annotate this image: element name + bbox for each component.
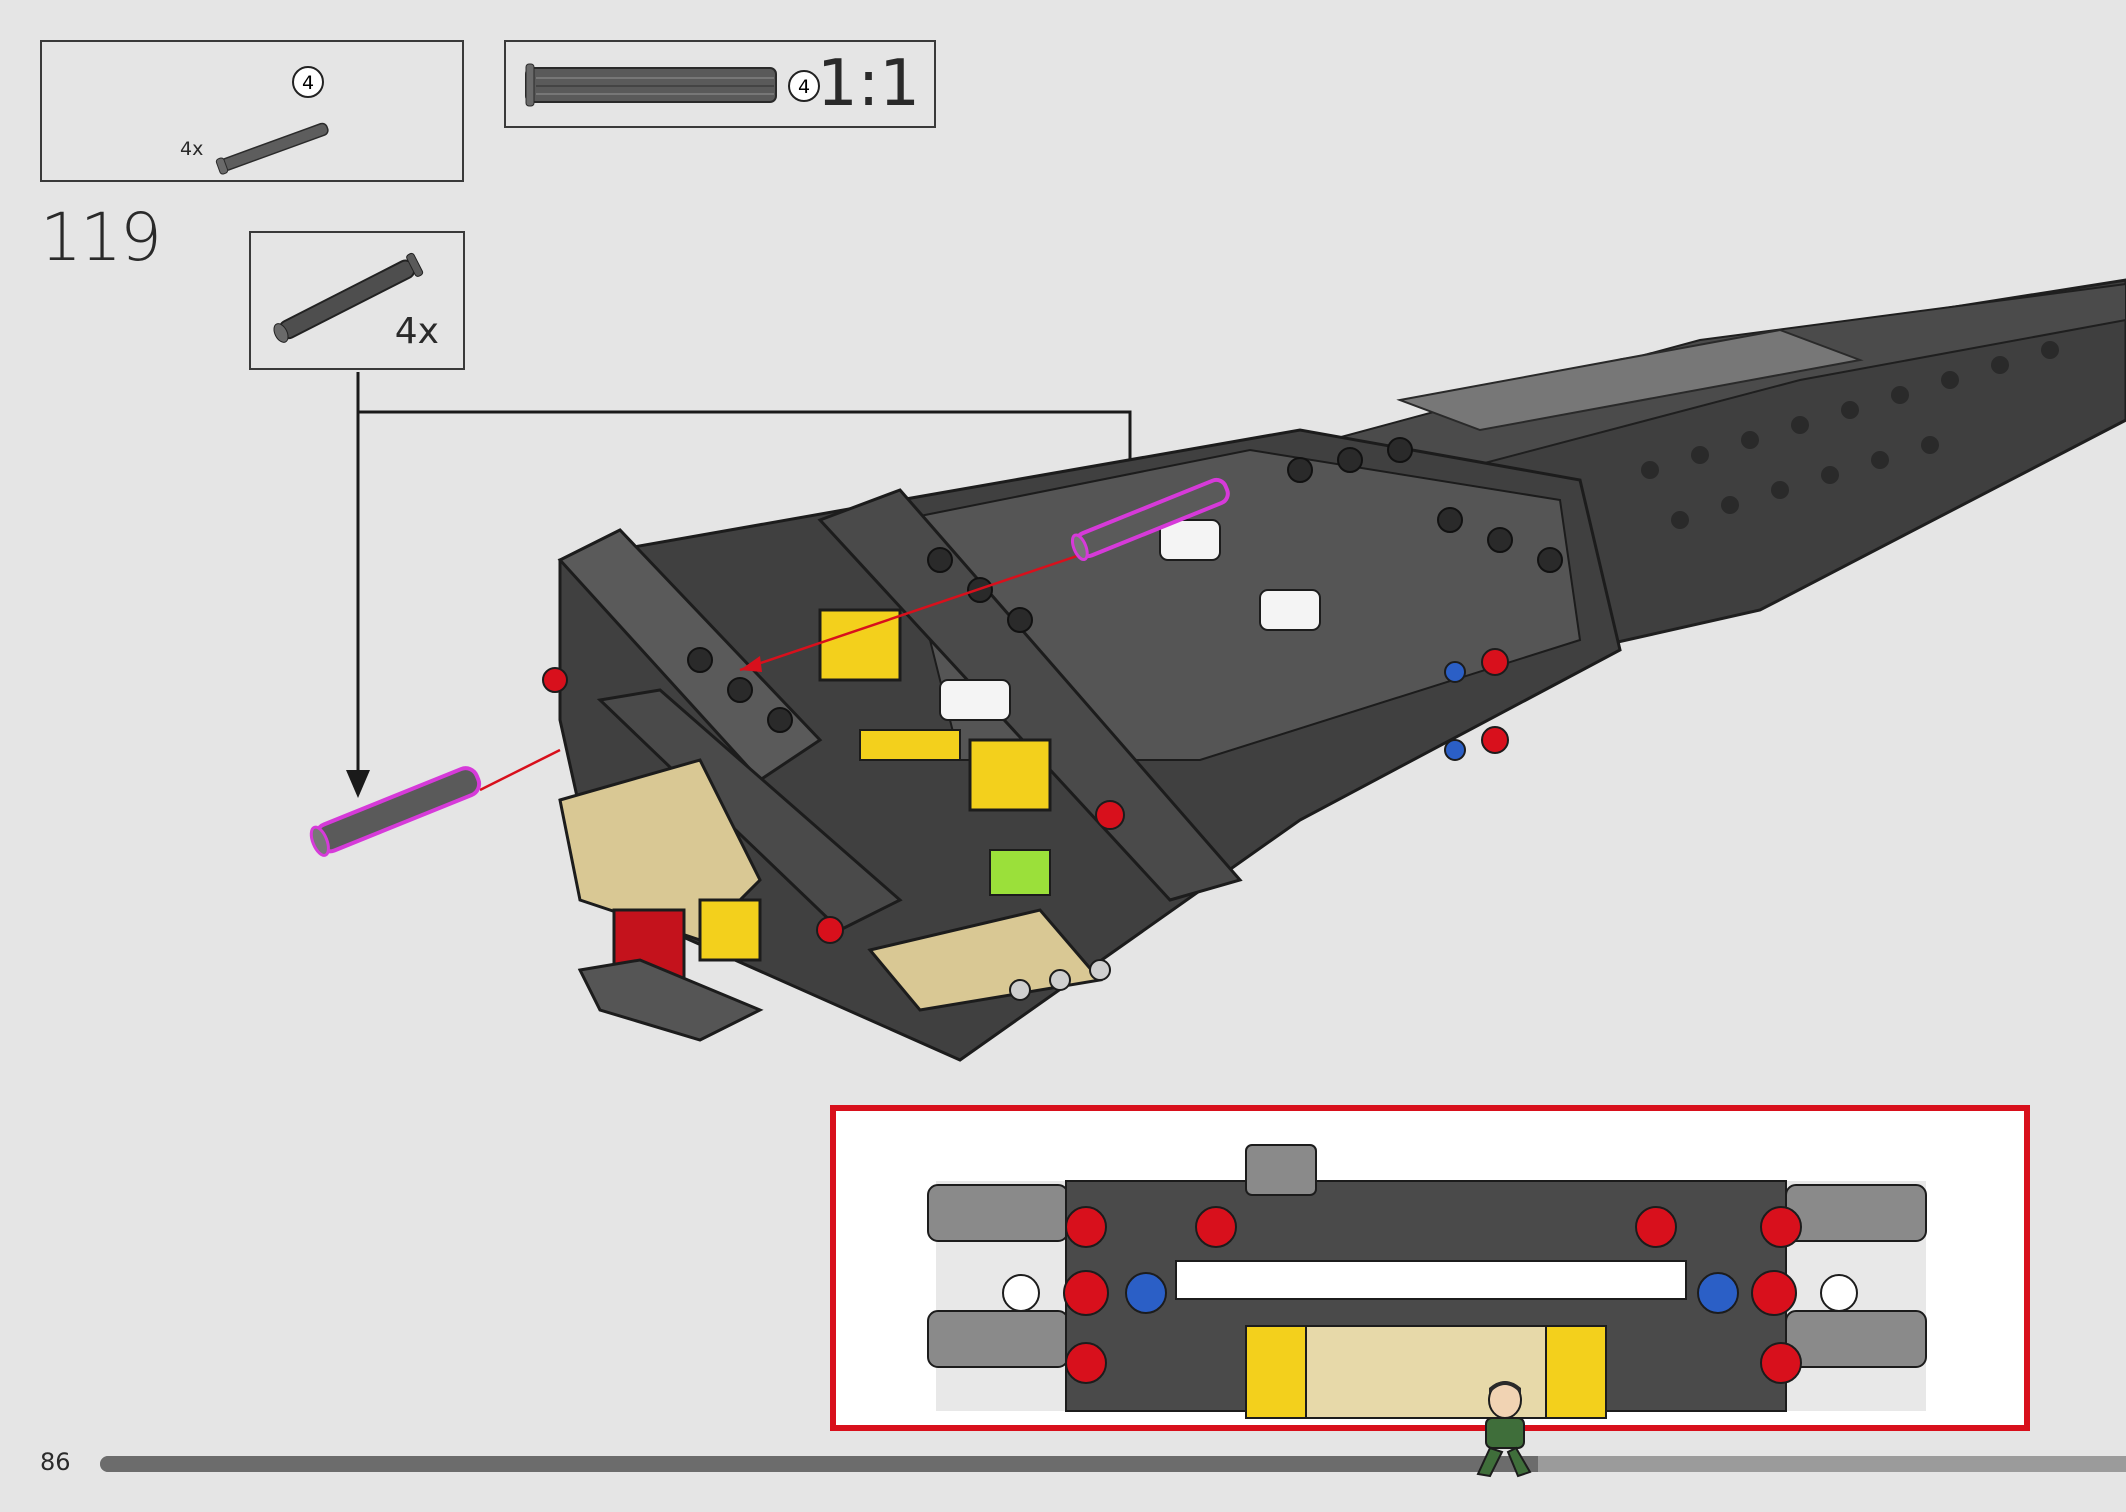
scale-ratio: 1:1 [817, 47, 920, 121]
step-number: 119 [40, 199, 162, 276]
progress-bar [100, 1456, 2126, 1472]
step-parts-box: 4x [249, 231, 465, 370]
parts-list-box: 4 4x [40, 40, 464, 182]
axle-scale-icon: 4 [525, 63, 820, 107]
axle-pin-icon [273, 252, 424, 343]
step-parts-quantity: 4x [394, 311, 439, 352]
parts-quantity: 4x [180, 138, 204, 160]
minifigure-icon [1476, 1381, 1532, 1478]
scale-check-box: 4 1:1 [504, 40, 936, 128]
callout-circle-icon [292, 66, 324, 98]
scale-callout-number: 4 [798, 76, 810, 98]
callout-circle-icon [788, 70, 820, 102]
detail-view-box [830, 1105, 2030, 1431]
detail-view-illustration [927, 1144, 1927, 1419]
axle-pin-icon: 4 [215, 66, 329, 175]
page-number: 86 [40, 1448, 71, 1476]
parts-callout-number: 4 [302, 72, 314, 94]
progress-fill [100, 1456, 1539, 1472]
